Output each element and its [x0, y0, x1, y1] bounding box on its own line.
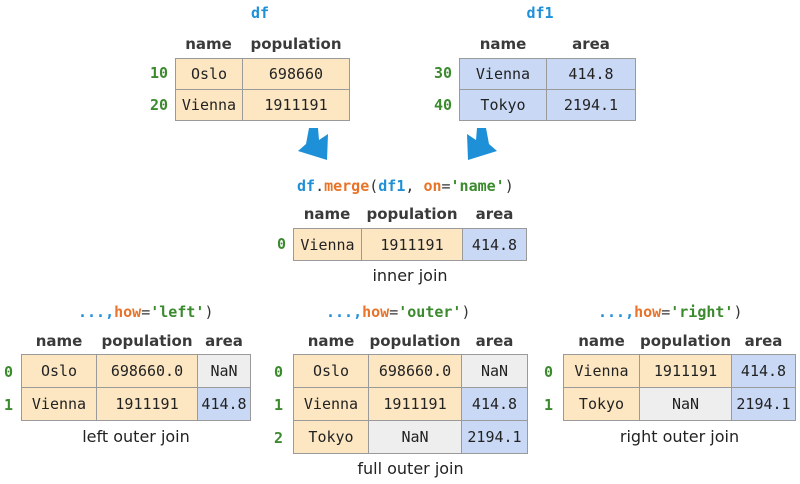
right-cell: 414.8 [731, 354, 796, 388]
df-index-0: 10 [149, 64, 168, 82]
right-header-area: area [744, 332, 783, 350]
outer-header-name: name [307, 332, 355, 350]
inner-header-area: area [475, 205, 514, 223]
left-cell: 698660.0 [96, 354, 198, 388]
outer-header-area: area [475, 332, 514, 350]
outer-cell: 2194.1 [461, 420, 528, 454]
outer-header-population: population [369, 332, 461, 350]
df-title: df [250, 4, 270, 22]
code-close: ) [504, 177, 514, 195]
code-close: ) [204, 303, 214, 321]
code-comma: , [405, 177, 424, 195]
outer-cell: 698660.0 [368, 354, 462, 388]
code-arg: df1 [378, 177, 406, 195]
code-open: ( [369, 177, 379, 195]
outer-cell: Oslo [293, 354, 369, 388]
right-cell: NaN [639, 387, 732, 421]
code-eq: = [389, 303, 399, 321]
arrow-down-right-icon [298, 128, 328, 160]
right-index-0: 0 [543, 363, 553, 381]
code-dot: . [315, 177, 325, 195]
code-kw: on [423, 177, 442, 195]
outer-cell: Tokyo [293, 420, 369, 454]
left-index-0: 0 [3, 363, 13, 381]
code-obj: df [297, 177, 316, 195]
code-val: 'right' [670, 303, 734, 321]
outer-index-1: 1 [273, 396, 283, 414]
right-cell: Tokyo [563, 387, 640, 421]
left-cell: Oslo [21, 354, 97, 388]
df1-header-name: name [479, 35, 527, 53]
left-cell: 1911191 [96, 387, 198, 421]
df1-cell: Vienna [459, 58, 547, 90]
outer-cell: NaN [368, 420, 462, 454]
left-cell: NaN [197, 354, 251, 388]
right-header-name: name [578, 332, 625, 350]
code-eq: = [441, 177, 451, 195]
outer-cell: NaN [461, 354, 528, 388]
code-val: 'left' [150, 303, 205, 321]
code-kw: how [362, 303, 390, 321]
df-header-name: name [185, 35, 232, 53]
outer-caption: full outer join [357, 459, 464, 478]
outer-index-0: 0 [273, 363, 283, 381]
code-prefix: ..., [326, 303, 363, 321]
inner-cell: 414.8 [462, 228, 527, 261]
df1-cell: 2194.1 [546, 89, 636, 121]
outer-cell: 414.8 [461, 387, 528, 421]
code-val: 'name' [450, 177, 505, 195]
inner-cell: Vienna [293, 228, 362, 261]
right-cell: 1911191 [639, 354, 732, 388]
outer-cell: 1911191 [368, 387, 462, 421]
inner-cell: 1911191 [361, 228, 463, 261]
code-close: ) [461, 303, 471, 321]
outer-call: ...,how='outer') [326, 303, 471, 321]
df-cell: Oslo [175, 58, 243, 90]
df-index-1: 20 [149, 96, 168, 114]
left-index-1: 1 [3, 396, 13, 414]
left-header-population: population [101, 332, 193, 350]
merge-call: df.merge(df1, on='name') [297, 177, 514, 195]
code-val: 'outer' [398, 303, 462, 321]
left-header-area: area [205, 332, 243, 350]
outer-index-2: 2 [273, 429, 283, 447]
left-caption: left outer join [82, 427, 190, 446]
df-header-population: population [250, 35, 342, 53]
df1-title: df1 [526, 4, 554, 22]
left-header-name: name [35, 332, 83, 350]
code-prefix: ..., [598, 303, 635, 321]
arrow-down-left-icon [467, 128, 497, 160]
code-eq: = [141, 303, 151, 321]
code-kw: how [634, 303, 662, 321]
inner-caption: inner join [372, 266, 448, 285]
inner-index-0: 0 [276, 235, 286, 253]
left-cell: 414.8 [197, 387, 251, 421]
code-eq: = [661, 303, 671, 321]
right-call: ...,how='right') [598, 303, 743, 321]
inner-header-name: name [303, 205, 351, 223]
df1-header-area: area [572, 35, 610, 53]
right-index-1: 1 [543, 396, 553, 414]
left-call: ...,how='left') [78, 303, 213, 321]
right-caption: right outer join [619, 427, 740, 446]
df1-index-1: 40 [433, 96, 452, 114]
code-kw: how [114, 303, 142, 321]
right-header-population: population [639, 332, 732, 350]
right-cell: Vienna [563, 354, 640, 388]
inner-header-population: population [366, 205, 458, 223]
code-prefix: ..., [78, 303, 115, 321]
code-close: ) [733, 303, 743, 321]
code-method: merge [324, 177, 370, 195]
df-cell: Vienna [175, 89, 243, 121]
outer-cell: Vienna [293, 387, 369, 421]
df-cell: 1911191 [242, 89, 350, 121]
df1-index-0: 30 [433, 64, 452, 82]
left-cell: Vienna [21, 387, 97, 421]
right-cell: 2194.1 [731, 387, 796, 421]
